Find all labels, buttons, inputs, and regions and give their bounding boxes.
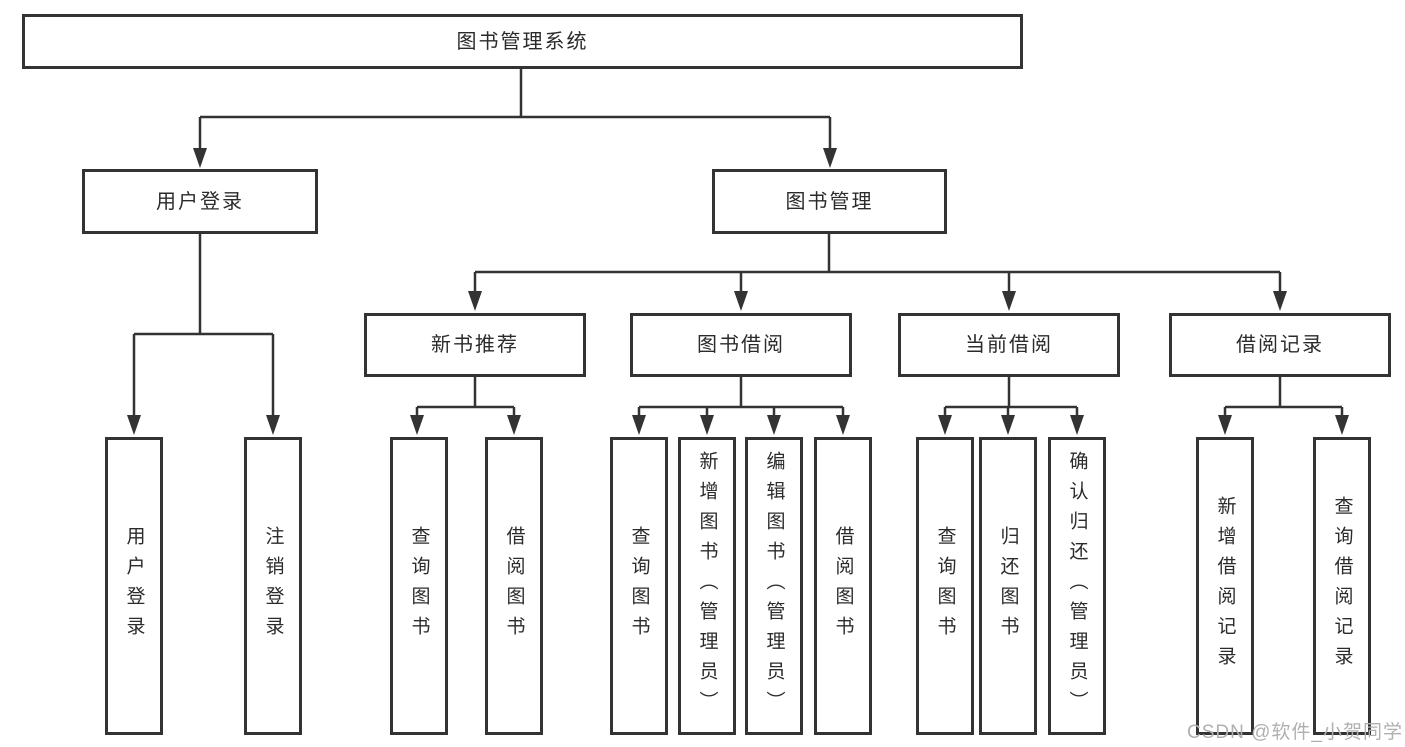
node-new-book-recommend: 新书推荐 [364, 313, 586, 377]
arrowheads [127, 148, 1349, 435]
leaf-bb-query-books: 查询图书 [610, 437, 668, 735]
leaf-bb-borrow-books-label: 借阅图书 [832, 526, 854, 646]
leaf-br-query-borrow-record-label: 查询借阅记录 [1331, 496, 1353, 676]
node-book-management: 图书管理 [712, 169, 947, 234]
csdn-watermark: CSDN @软件_小贺同学 [1187, 722, 1403, 743]
leaf-nbr-borrow-books: 借阅图书 [485, 437, 543, 735]
node-current-borrowing: 当前借阅 [898, 313, 1120, 377]
connector-user-login-split [132, 234, 275, 417]
leaf-nbr-query-books: 查询图书 [390, 437, 448, 735]
leaf-bb-edit-books-admin: 编辑图书（管理员） [745, 437, 803, 735]
connector-book-borrowing-split [637, 377, 845, 417]
leaf-cb-confirm-return-admin: 确认归还（管理员） [1048, 437, 1106, 735]
leaf-bb-add-books-admin: 新增图书（管理员） [678, 437, 736, 735]
node-borrowing-records: 借阅记录 [1169, 313, 1391, 377]
node-current-borrowing-label: 当前借阅 [965, 334, 1053, 356]
leaf-cb-return-books: 归还图书 [979, 437, 1037, 735]
leaf-bb-add-books-admin-label: 新增图书（管理员） [696, 451, 718, 721]
leaf-cb-query-books-label: 查询图书 [934, 526, 956, 646]
leaf-br-query-borrow-record: 查询借阅记录 [1313, 437, 1371, 735]
node-book-management-label: 图书管理 [785, 190, 874, 213]
leaf-br-add-borrow-record: 新增借阅记录 [1196, 437, 1254, 735]
leaf-logout-login: 注销登录 [244, 437, 302, 735]
leaf-bb-query-books-label: 查询图书 [628, 526, 650, 646]
node-user-login: 用户登录 [82, 169, 318, 234]
node-root-label: 图书管理系统 [456, 30, 589, 53]
connector-book-management-split [473, 234, 1282, 293]
leaf-nbr-borrow-books-label: 借阅图书 [503, 526, 525, 646]
leaf-logout-login-label: 注销登录 [262, 526, 284, 646]
leaf-cb-query-books: 查询图书 [916, 437, 974, 735]
leaf-nbr-query-books-label: 查询图书 [408, 526, 430, 646]
leaf-bb-borrow-books: 借阅图书 [814, 437, 872, 735]
leaf-cb-return-books-label: 归还图书 [997, 526, 1019, 646]
connector-new-book-recommend-split [415, 377, 516, 417]
node-book-borrowing-label: 图书借阅 [697, 334, 785, 356]
leaf-user-login: 用户登录 [105, 437, 163, 735]
connector-root-split [198, 69, 832, 150]
node-book-borrowing: 图书借阅 [630, 313, 852, 377]
node-root: 图书管理系统 [22, 14, 1023, 69]
node-new-book-recommend-label: 新书推荐 [431, 334, 519, 356]
connector-borrowing-records-split [1223, 377, 1344, 417]
leaf-cb-confirm-return-admin-label: 确认归还（管理员） [1066, 451, 1088, 721]
leaf-user-login-label: 用户登录 [123, 526, 145, 646]
node-borrowing-records-label: 借阅记录 [1236, 334, 1324, 356]
leaf-bb-edit-books-admin-label: 编辑图书（管理员） [763, 451, 785, 721]
leaf-br-add-borrow-record-label: 新增借阅记录 [1214, 496, 1236, 676]
node-user-login-label: 用户登录 [156, 190, 244, 213]
connector-current-borrowing-split [943, 377, 1079, 417]
